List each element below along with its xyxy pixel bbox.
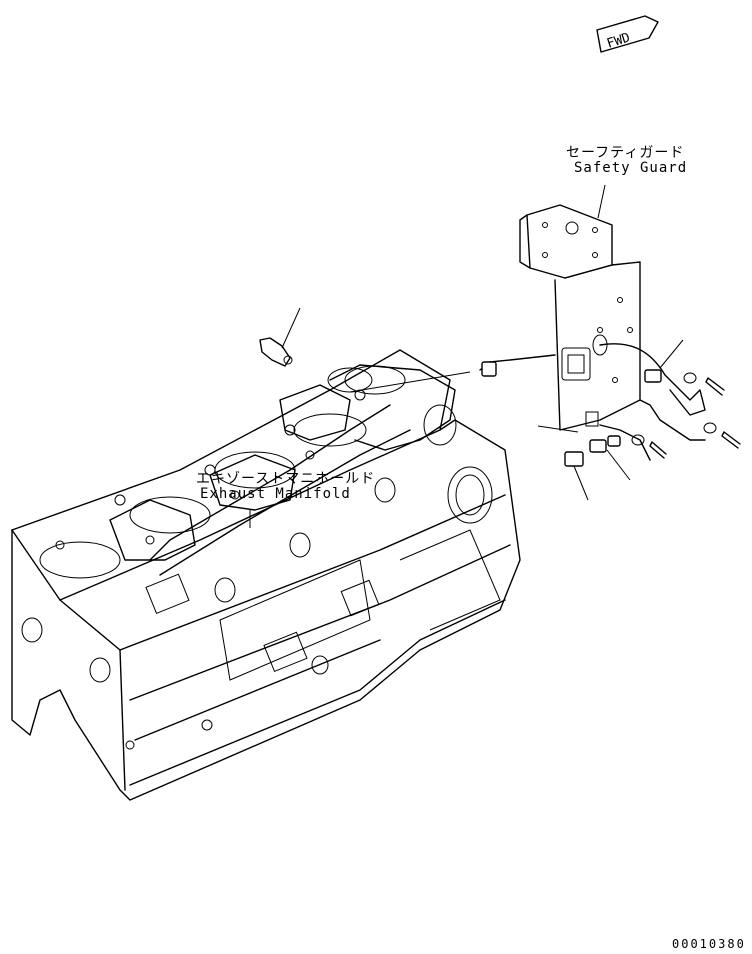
leader-lines — [249, 184, 684, 528]
fwd-badge-label: FWD — [605, 30, 632, 52]
safety-guard — [519, 204, 641, 431]
engine-block — [11, 349, 521, 801]
sensor-harness — [259, 337, 741, 467]
exhaust-manifold — [109, 364, 457, 576]
exhaust-manifold-label-en: Exhaust Manifold — [200, 486, 351, 502]
exhaust-manifold-label-jp: エキゾーストマニホールド — [196, 471, 376, 487]
drawing-code: 00010380 — [672, 937, 746, 951]
fwd-arrow-icon: FWD — [596, 15, 659, 53]
safety-guard-label-jp: セーフティガード — [566, 145, 685, 161]
safety-guard-label-en: Safety Guard — [574, 160, 688, 176]
